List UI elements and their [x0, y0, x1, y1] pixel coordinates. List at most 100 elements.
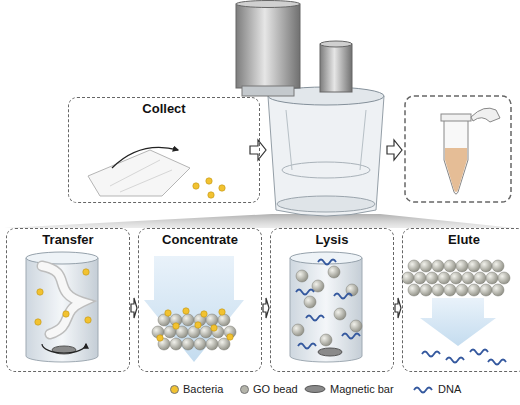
bacterium: [37, 289, 43, 295]
bacterium: [85, 317, 91, 323]
step-title: Elute: [403, 232, 520, 247]
legend-item: Bacteria: [170, 381, 223, 397]
tube-panel: [405, 96, 511, 202]
flow-arrow: [387, 140, 402, 160]
go-bead: [414, 272, 426, 284]
go-bead: [206, 314, 218, 326]
legend-item: DNA: [412, 381, 461, 397]
go-bead: [182, 314, 194, 326]
step-panel: Transfer: [6, 228, 130, 372]
step-panel: Collect: [68, 97, 260, 203]
go-bead: [492, 260, 504, 272]
cylinder-rim: [290, 252, 362, 264]
go-bead: [350, 320, 362, 332]
twisted-cloth: [42, 266, 82, 334]
plunger-large: [236, 4, 300, 88]
go-bead: [408, 260, 420, 272]
go-bead: [456, 284, 468, 296]
bacterium: [227, 334, 233, 340]
step-title: Lysis: [271, 232, 393, 247]
go-bead: [432, 284, 444, 296]
bacterium: [165, 310, 171, 316]
go-bead: [182, 338, 194, 350]
dna-strand: [298, 344, 316, 349]
magnetic-bar: [318, 348, 342, 356]
go-bead: [304, 296, 316, 308]
step-title: Collect: [69, 101, 259, 116]
step-panel: Concentrate: [138, 228, 262, 372]
bacterium: [195, 322, 201, 328]
plunger-small: [320, 44, 352, 92]
legend-symbol: [304, 383, 326, 395]
go-bead: [444, 284, 456, 296]
flow-down: [144, 256, 244, 362]
dna-strand: [470, 350, 488, 355]
go-bead: [334, 308, 346, 320]
dna-strand: [318, 260, 336, 265]
dna-strand: [334, 294, 352, 299]
go-bead: [194, 338, 206, 350]
go-bead: [492, 284, 504, 296]
go-bead: [402, 272, 414, 284]
go-bead: [468, 284, 480, 296]
legend-symbol: [412, 383, 434, 395]
twisted-cloth: [42, 266, 82, 334]
dna-strand: [488, 360, 506, 365]
go-bead: [498, 272, 510, 284]
plunger-large-top: [236, 1, 300, 8]
tube-cap: [471, 108, 500, 122]
go-bead: [426, 272, 438, 284]
bacterium: [219, 309, 225, 315]
bacterium: [219, 185, 225, 191]
tube-rim: [441, 114, 471, 121]
tube-body: [444, 120, 468, 194]
dna-strand: [342, 334, 360, 339]
flow-arrow: [263, 298, 269, 318]
plunger-large-collar: [242, 86, 294, 96]
device-base: [277, 196, 375, 212]
device-inner-wall: [286, 110, 366, 170]
device-body: [268, 96, 384, 216]
tube-cylinder: [290, 258, 362, 362]
magnetic-bar: [305, 386, 325, 393]
go-bead: [328, 266, 340, 278]
step-title: Concentrate: [139, 232, 261, 247]
legend-swatch: [240, 385, 249, 394]
tube-cylinder: [26, 258, 98, 362]
legend-label: Bacteria: [183, 383, 223, 395]
flow-arrow: [131, 298, 137, 318]
plunger-small-top: [320, 41, 352, 47]
go-bead: [170, 338, 182, 350]
legend-label: Magnetic bar: [330, 383, 394, 395]
go-bead: [408, 284, 420, 296]
bacterium: [206, 178, 212, 184]
bacterium: [173, 323, 179, 329]
go-bead: [438, 272, 450, 284]
go-bead: [320, 334, 332, 346]
cloth-fold: [110, 160, 172, 192]
bacterium: [63, 311, 69, 317]
wipe-arrow: [112, 147, 178, 168]
bacterium: [183, 308, 189, 314]
bacterium: [35, 319, 41, 325]
flow-down: [420, 298, 496, 346]
legend-swatch: [170, 385, 179, 394]
spin-arrow: [42, 344, 86, 353]
flow-arrow: [250, 140, 266, 160]
flow-arrow: [395, 298, 401, 318]
legend-item: Magnetic bar: [304, 381, 394, 397]
legend-label: GO bead: [253, 383, 298, 395]
dna-strand: [446, 358, 464, 363]
bacterium: [83, 269, 89, 275]
go-bead: [206, 338, 218, 350]
step-title: Transfer: [7, 232, 129, 247]
go-bead: [480, 284, 492, 296]
go-bead: [456, 260, 468, 272]
go-bead: [480, 260, 492, 272]
dna-strand: [422, 352, 440, 357]
step-panel: Lysis: [270, 228, 394, 372]
dna-strand: [414, 388, 432, 393]
go-bead: [292, 324, 304, 336]
expansion-wedge: [4, 214, 516, 228]
